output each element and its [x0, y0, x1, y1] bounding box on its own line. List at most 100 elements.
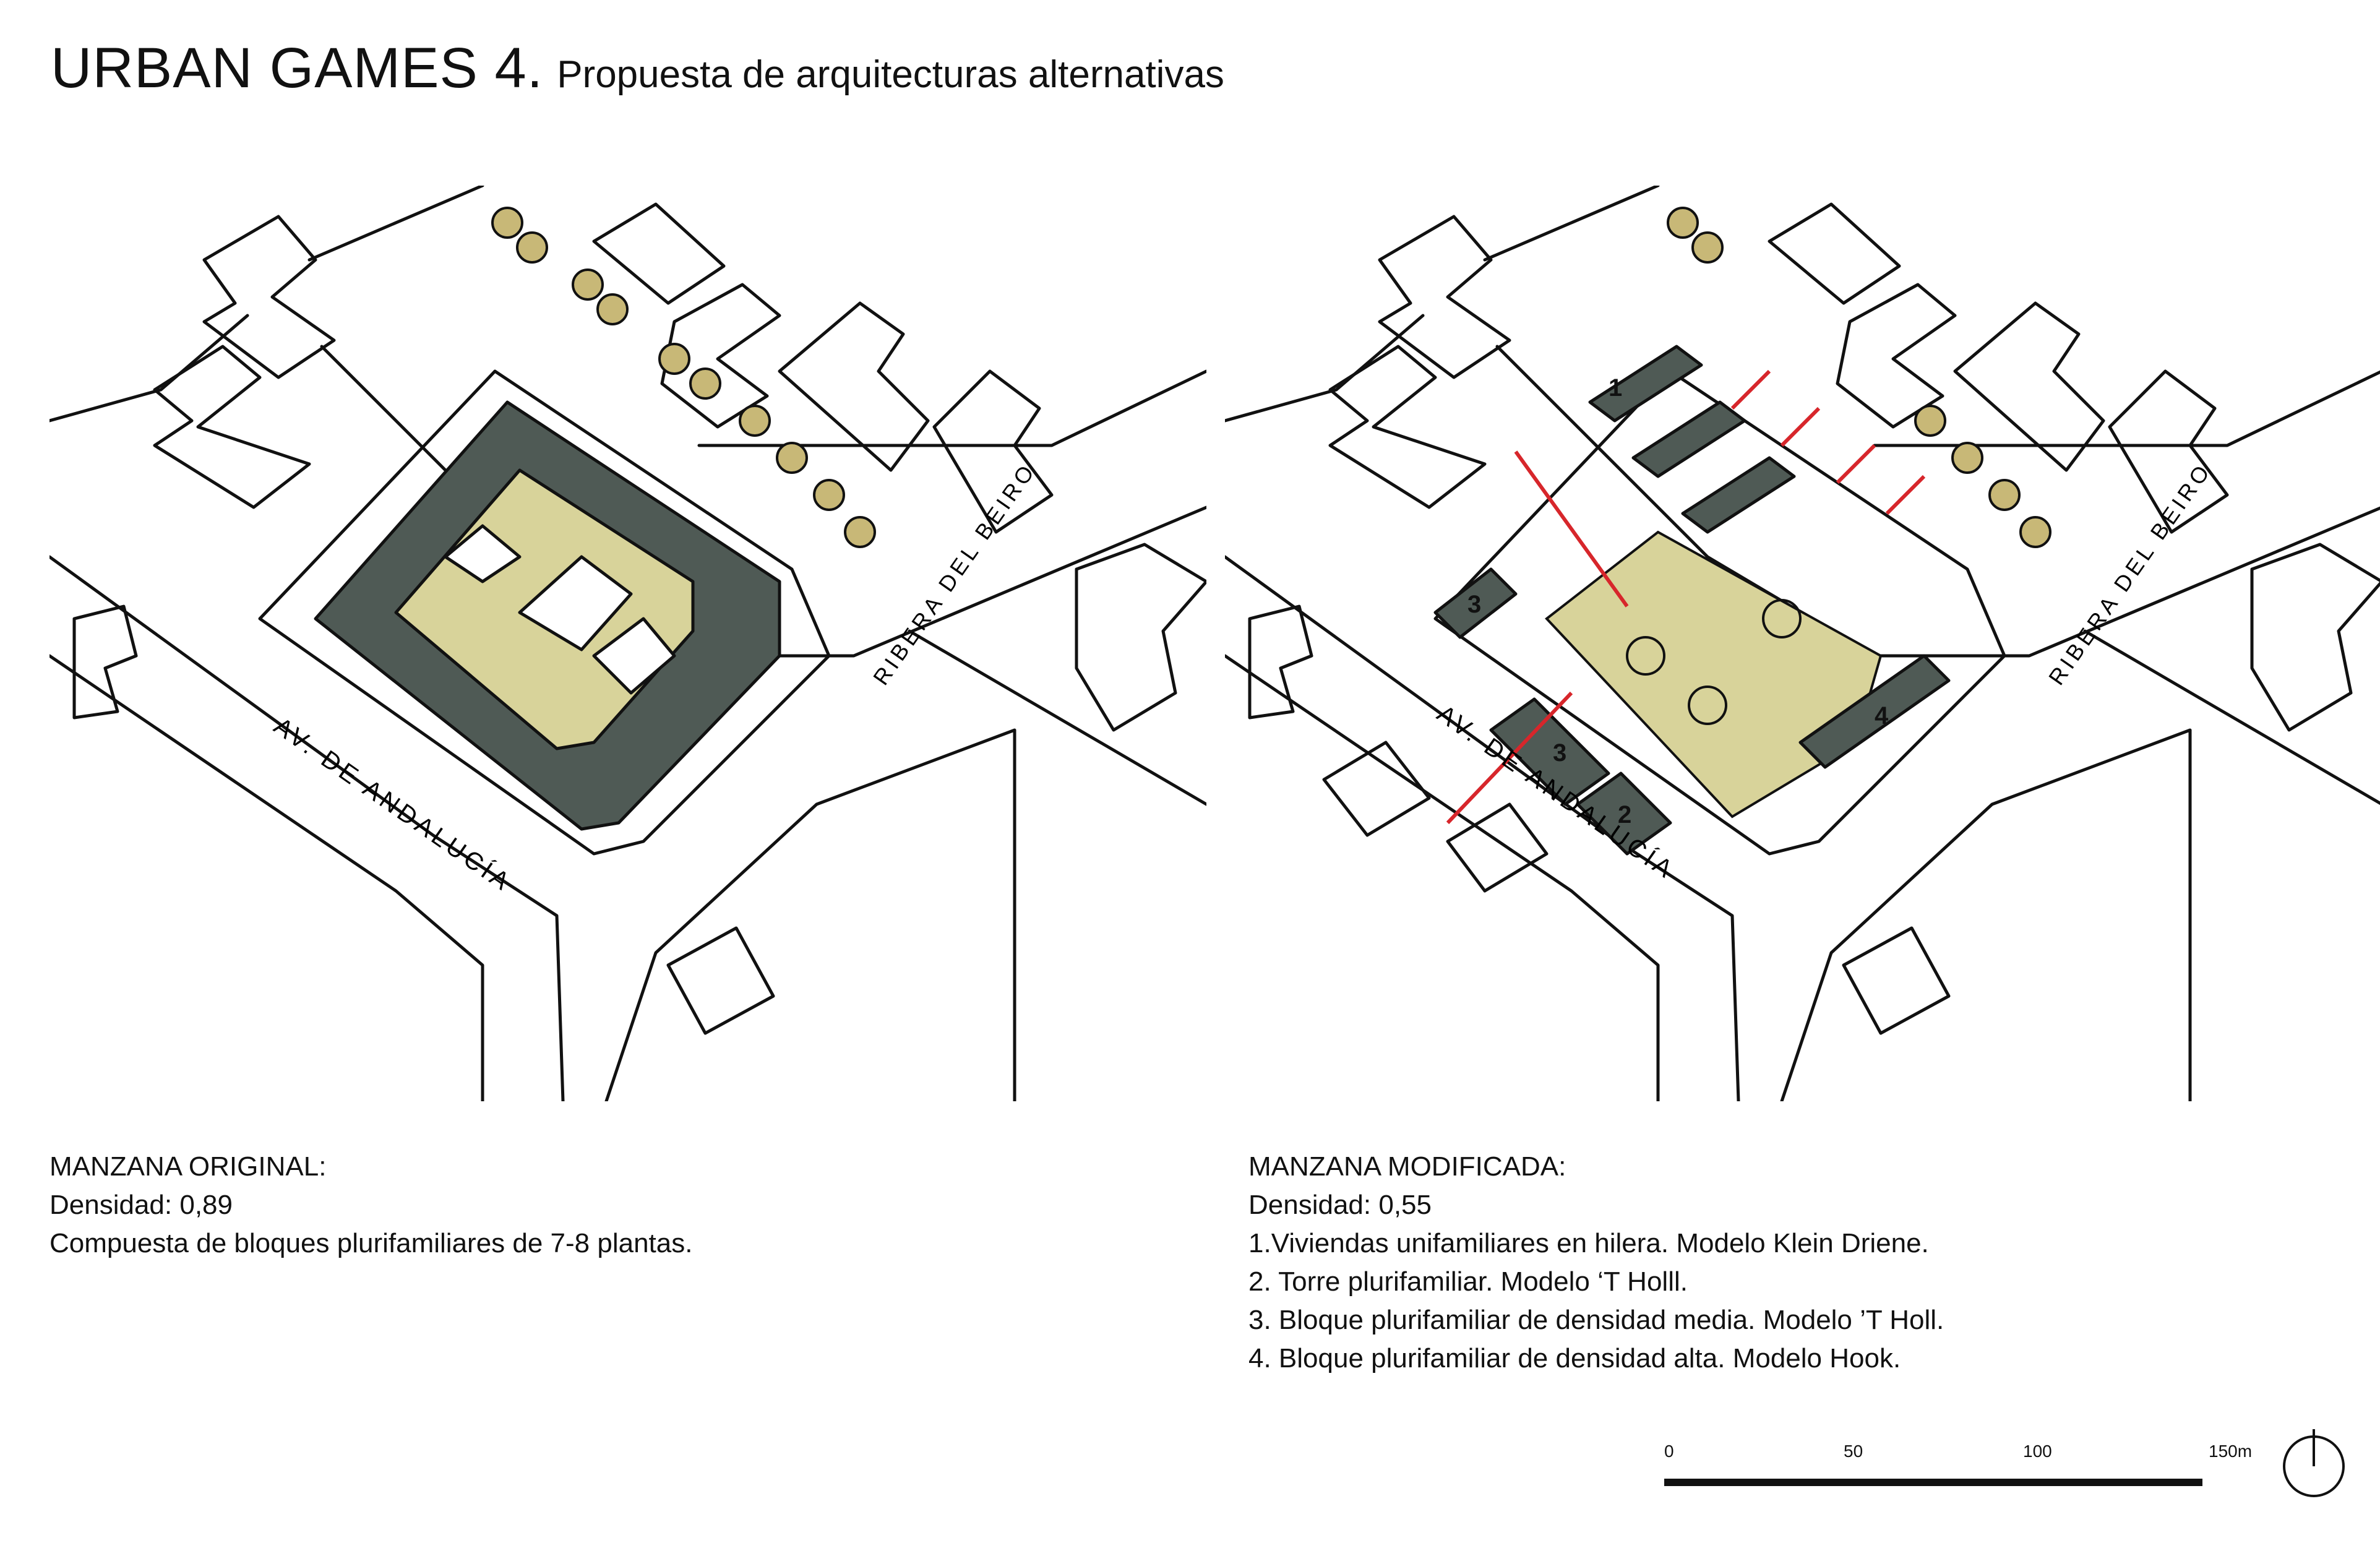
building-outline — [2108, 369, 2229, 534]
arrow-entry — [1730, 369, 1771, 410]
street-edge — [697, 369, 1206, 447]
street-edge — [1225, 314, 1425, 423]
block-3 — [1489, 697, 1610, 806]
scale-label-50: 50 — [1844, 1442, 1863, 1461]
street-edge — [1483, 186, 1660, 262]
building-outline — [1842, 926, 1951, 1035]
block-1-row-houses — [1588, 345, 1703, 423]
tree-icon — [1914, 405, 1946, 437]
block-edge — [258, 369, 831, 856]
building-outline — [153, 345, 311, 509]
tree-icon — [516, 231, 548, 264]
street-edge — [1225, 555, 1740, 1101]
building-outline — [72, 604, 138, 720]
tree-icon — [658, 343, 690, 375]
original-heading: MANZANA ORIGINAL: — [49, 1151, 327, 1182]
arrow-entry — [1885, 475, 1926, 515]
building-outline — [660, 283, 781, 429]
street-edge — [1873, 370, 2380, 447]
street-edge — [2083, 629, 2380, 806]
map-modified: 1 2 3 3 4 AV. DE ANDALUCÍA RIBERA DEL BE… — [1225, 186, 2380, 1101]
block-3 — [1433, 567, 1518, 639]
scale-label-0: 0 — [1664, 1442, 1674, 1461]
page-title: URBAN GAMES 4. Propuesta de arquitecturas… — [51, 36, 1224, 101]
block-4 — [1798, 654, 1951, 769]
tree-icon — [739, 405, 771, 437]
arrow-pedestrian-axis — [1514, 450, 1629, 608]
building-outline — [1248, 604, 1313, 720]
scale-label-100: 100 — [2023, 1442, 2052, 1461]
block-label-3a: 3 — [1467, 591, 1481, 618]
street-label-beiro: RIBERA DEL BEIRO — [868, 458, 1041, 690]
building-outline — [932, 369, 1054, 534]
block-label-3b: 3 — [1553, 739, 1566, 767]
block-label-2: 2 — [1618, 801, 1631, 828]
title-subtitle: Propuesta de arquitecturas alternativas — [557, 53, 1224, 96]
tree-icon — [1988, 479, 2021, 511]
scale-segment — [1664, 1479, 1844, 1486]
arrow-entry — [1780, 406, 1821, 447]
building-outline — [1836, 283, 1957, 429]
tree-icon — [689, 367, 721, 400]
tree-row — [491, 207, 876, 548]
modified-item: 4. Bloque plurifamiliar de densidad alta… — [1248, 1343, 1901, 1373]
tree-row — [1667, 207, 2051, 548]
tree-icon — [596, 293, 629, 325]
tree-icon — [1691, 231, 1724, 264]
tree-icon — [1667, 207, 1699, 239]
block-2 — [1576, 772, 1672, 856]
building-outline — [2250, 543, 2380, 732]
scale-bar: 0 50 100 150m — [1664, 1442, 2332, 1516]
street-edge — [307, 186, 484, 262]
map-original-drawing: AV. DE ANDALUCÍA RIBERA DEL BEIRO — [49, 186, 1206, 1101]
building-outline — [778, 301, 930, 472]
building-outline — [1378, 215, 1511, 379]
block-1-row-houses — [1631, 400, 1746, 478]
original-text: Compuesta de bloques plurifamiliares de … — [49, 1228, 693, 1258]
modified-item: 3. Bloque plurifamiliar de densidad medi… — [1248, 1305, 1944, 1335]
building-outline — [1322, 741, 1431, 837]
tree-icon — [1951, 442, 1983, 474]
street-edge — [49, 654, 484, 1101]
street-edge — [49, 314, 249, 423]
building-outline — [1446, 802, 1549, 893]
modified-description: MANZANA MODIFICADA: Densidad: 0,55 1.Viv… — [1248, 1148, 1944, 1378]
building-outline — [1075, 543, 1206, 732]
modified-heading: MANZANA MODIFICADA: — [1248, 1151, 1566, 1182]
arrow-entry — [1836, 444, 1876, 484]
original-density: Densidad: 0,89 — [49, 1190, 233, 1220]
scale-segment — [1844, 1479, 2023, 1486]
street-edge — [49, 555, 565, 1101]
tree-icon — [491, 207, 523, 239]
tree-icon — [844, 516, 876, 548]
building-outline — [666, 926, 775, 1035]
scale-segment — [2023, 1479, 2202, 1486]
tree-icon — [1626, 636, 1665, 676]
block-label-4: 4 — [1875, 702, 1889, 729]
title-main: URBAN GAMES 4. — [51, 37, 544, 100]
original-buildings — [314, 400, 781, 831]
scale-label-150: 150m — [2209, 1442, 2253, 1461]
building-outline — [1953, 301, 2105, 472]
street-edge — [908, 629, 1206, 806]
modified-item: 1.Viviendas unifamiliares en hilera. Mod… — [1248, 1228, 1929, 1258]
map-modified-drawing: 1 2 3 3 4 AV. DE ANDALUCÍA RIBERA DEL BE… — [1225, 186, 2380, 1101]
building-outline — [592, 202, 726, 305]
building-outline — [202, 215, 336, 379]
tree-icon — [1762, 599, 1802, 638]
street-edge — [604, 728, 1016, 1101]
courtyard-trees — [1626, 599, 1802, 725]
block-label-1: 1 — [1609, 374, 1622, 402]
tree-icon — [776, 442, 808, 474]
block-1-row-houses — [1681, 456, 1796, 534]
original-description: MANZANA ORIGINAL: Densidad: 0,89 Compues… — [49, 1148, 692, 1263]
modified-item: 2. Torre plurifamiliar. Modelo ‘T Holll. — [1248, 1266, 1688, 1297]
street-edge — [1780, 728, 2192, 1101]
arrow-pedestrian-axis — [1446, 691, 1573, 825]
access-arrows — [1446, 369, 1926, 825]
modified-buildings — [1433, 345, 1951, 856]
modified-density: Densidad: 0,55 — [1248, 1190, 1432, 1220]
map-original: AV. DE ANDALUCÍA RIBERA DEL BEIRO — [49, 186, 1206, 1101]
street-label-beiro: RIBERA DEL BEIRO — [2043, 458, 2217, 690]
tree-icon — [2019, 516, 2051, 548]
